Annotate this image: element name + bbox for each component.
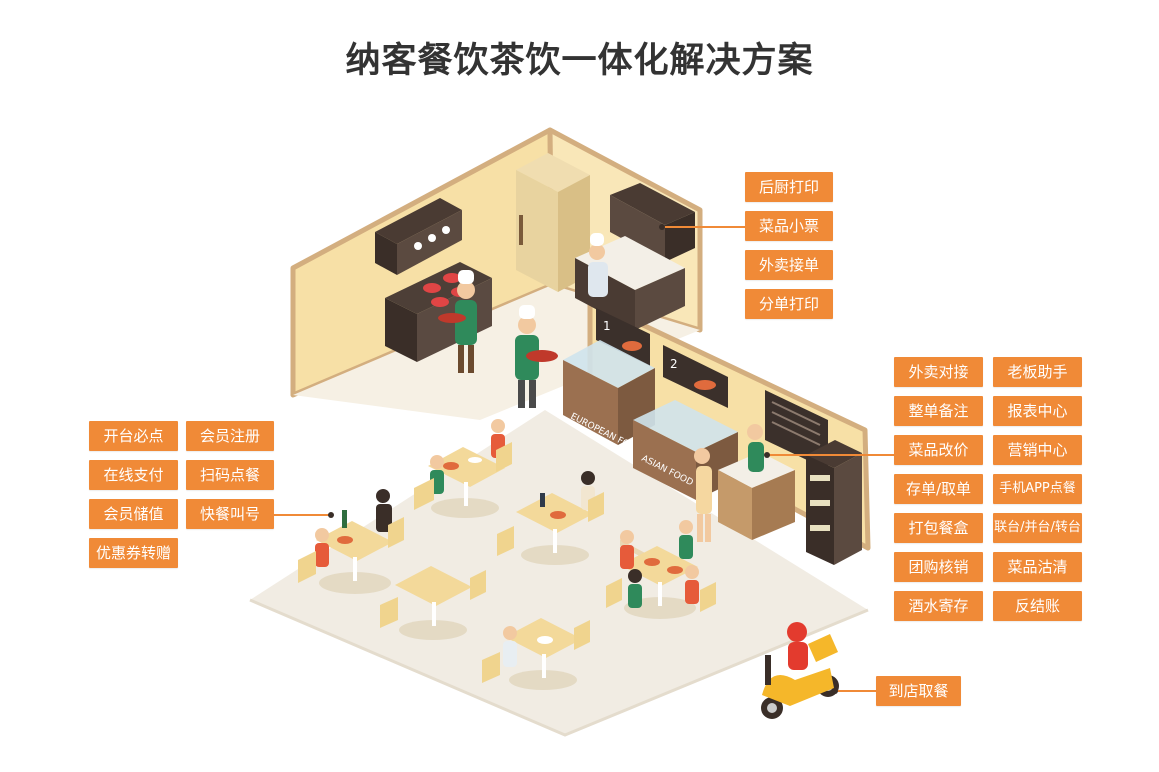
tag-online-payment: 在线支付 <box>89 460 178 490</box>
table-5 <box>620 520 699 619</box>
tag-reverse-checkout: 反结账 <box>993 591 1082 621</box>
menu-board-3 <box>765 390 828 470</box>
tag-split-print: 分单打印 <box>745 289 833 319</box>
chef-3-illustration <box>588 233 608 297</box>
tag-mobile-app-order: 手机APP点餐 <box>993 474 1082 504</box>
tag-save-retrieve-order: 存单/取单 <box>894 474 983 504</box>
connector-kitchen <box>663 226 745 228</box>
tag-boss-assistant: 老板助手 <box>993 357 1082 387</box>
connector-delivery-dot <box>832 688 838 694</box>
tag-scan-order: 扫码点餐 <box>186 460 274 490</box>
page-title: 纳客餐饮茶饮一体化解决方案 <box>345 41 814 81</box>
tag-open-table-required: 开台必点 <box>89 421 178 451</box>
tag-takeout-integration: 外卖对接 <box>894 357 983 387</box>
tag-dish-sold-out: 菜品沽清 <box>993 552 1082 582</box>
cashier-illustration <box>747 424 764 472</box>
tag-takeout-order: 外卖接单 <box>745 250 833 280</box>
tag-order-remark: 整单备注 <box>894 396 983 426</box>
table-2 <box>315 489 393 594</box>
tag-group-buy-verify: 团购核销 <box>894 552 983 582</box>
tag-marketing-center: 营销中心 <box>993 435 1082 465</box>
tag-join-merge-transfer-table: 联台/并台/转台 <box>993 513 1082 543</box>
connector-left <box>274 514 330 516</box>
connector-delivery <box>836 690 876 692</box>
delivery-scooter-illustration <box>761 622 839 719</box>
menu-sign-2: 2 <box>663 345 728 408</box>
tag-dish-receipt: 菜品小票 <box>745 211 833 241</box>
customer-at-counter <box>694 448 712 542</box>
table-1 <box>428 419 505 518</box>
tag-member-deposit: 会员储值 <box>89 499 178 529</box>
tag-report-center: 报表中心 <box>993 396 1082 426</box>
tag-fastfood-calling: 快餐叫号 <box>186 499 274 529</box>
connector-right-dot <box>764 452 770 458</box>
drinks-fridge <box>806 440 862 565</box>
chairs <box>298 442 716 683</box>
chef-1-illustration <box>438 270 477 373</box>
tag-member-register: 会员注册 <box>186 421 274 451</box>
table-4 <box>395 566 472 640</box>
left-shelf-illustration <box>375 198 462 275</box>
table-3 <box>516 471 595 565</box>
tag-coupon-transfer: 优惠券转赠 <box>89 538 178 568</box>
tag-packing-box: 打包餐盒 <box>894 513 983 543</box>
floor <box>250 410 868 735</box>
connector-kitchen-dot <box>659 224 665 230</box>
menu-sign-2-number: 2 <box>670 357 678 371</box>
connector-right <box>768 454 894 456</box>
tag-store-pickup: 到店取餐 <box>876 676 961 706</box>
tag-liquor-storage: 酒水寄存 <box>894 591 983 621</box>
menu-sign-1-number: 1 <box>603 319 611 333</box>
connector-left-dot <box>328 512 334 518</box>
table-6 <box>503 618 582 690</box>
tag-dish-price-change: 菜品改价 <box>894 435 983 465</box>
menu-sign-1: 1 <box>596 308 650 366</box>
tag-kitchen-print: 后厨打印 <box>745 172 833 202</box>
chef-2-illustration <box>515 305 558 408</box>
